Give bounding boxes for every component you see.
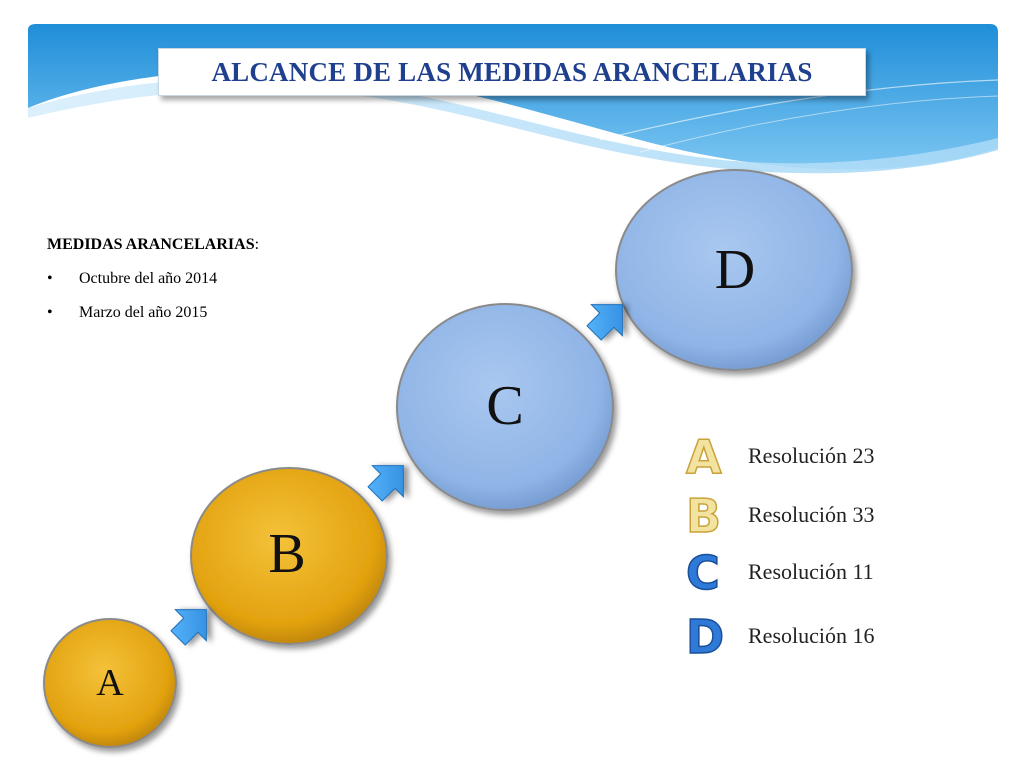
- legend-text-a: Resolución 23: [748, 443, 875, 468]
- medidas-item-text: Octubre del año 2014: [79, 270, 218, 287]
- legend-letter-c: C: [685, 547, 720, 597]
- legend-letter-d: D: [685, 611, 725, 661]
- bullet-marker: •: [47, 304, 53, 321]
- page-title: ALCANCE DE LAS MEDIDAS ARANCELARIAS: [211, 56, 813, 87]
- legend-item-d: D Resolución 16: [666, 611, 875, 661]
- legend-item-c: C Resolución 11: [666, 547, 874, 597]
- step-label-c: C: [486, 375, 524, 437]
- step-circle-a: [43, 618, 177, 748]
- legend-text-c: Resolución 11: [748, 559, 874, 584]
- legend-text-b: Resolución 33: [748, 502, 875, 527]
- arrow-b-to-c: [367, 465, 404, 502]
- step-label-b: B: [268, 523, 306, 585]
- svg-text:A: A: [686, 431, 722, 481]
- arrow-c-to-d: [586, 304, 623, 341]
- arrow-a-to-b: [170, 609, 207, 646]
- step-circle-c: [396, 303, 614, 511]
- step-circle-b: [190, 467, 388, 645]
- step-label-d: D: [714, 239, 756, 301]
- bullet-marker: •: [47, 270, 53, 287]
- legend-item-a: A Resolución 23: [666, 431, 875, 481]
- svg-text:C: C: [686, 547, 720, 597]
- medidas-item: • Octubre del año 2014: [47, 270, 259, 288]
- svg-text:B: B: [686, 490, 721, 540]
- medidas-heading-label: MEDIDAS ARANCELARIAS: [47, 236, 255, 253]
- step-label-a: A: [96, 662, 124, 704]
- title-box: ALCANCE DE LAS MEDIDAS ARANCELARIAS: [158, 48, 866, 96]
- medidas-heading: MEDIDAS ARANCELARIAS:: [47, 236, 259, 254]
- legend-letter-a: A: [685, 431, 723, 481]
- step-circle-d: [615, 169, 853, 371]
- svg-text:D: D: [686, 611, 724, 661]
- legend-item-b: B Resolución 33: [666, 490, 875, 540]
- medidas-section: MEDIDAS ARANCELARIAS: • Octubre del año …: [47, 236, 259, 338]
- medidas-item-text: Marzo del año 2015: [79, 304, 208, 321]
- legend-letter-b: B: [685, 490, 722, 540]
- legend-text-d: Resolución 16: [748, 623, 875, 648]
- medidas-heading-colon: :: [254, 236, 260, 253]
- medidas-item: • Marzo del año 2015: [47, 304, 259, 322]
